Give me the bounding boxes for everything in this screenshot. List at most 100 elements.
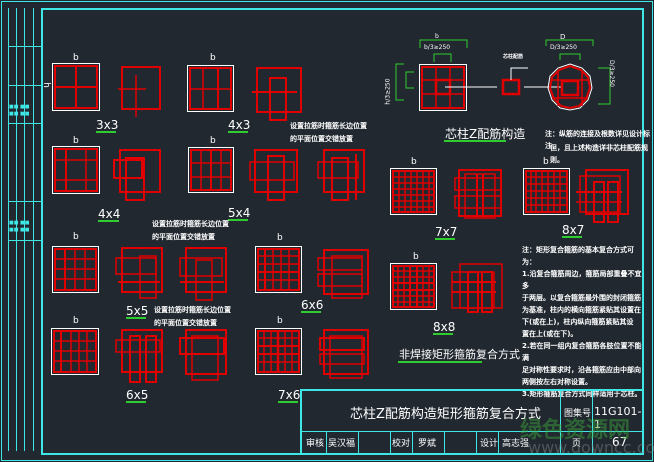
note-line: 注：矩形复合箍筋的基本复合方式可为：: [522, 246, 634, 266]
pattern-label-7x6: 7x6: [278, 388, 301, 402]
underline: [301, 311, 321, 313]
layout-7x7: [454, 169, 502, 219]
annotation: 设置拉筋时箍筋长边位置: [154, 306, 231, 314]
section-7x7: [390, 168, 437, 215]
underline: [96, 131, 116, 133]
label-b: b: [73, 232, 79, 242]
underline: [562, 236, 582, 238]
annotation: 的平面位置交错放置: [152, 233, 215, 241]
title-block: 芯柱Z配筋构造矩形箍筋复合方式 图集号 11G101-1 审核 吴汉福 校对 罗…: [300, 389, 644, 455]
non-welded-title: 非焊接矩形箍筋复合方式: [399, 348, 520, 361]
notes-block: 注：矩形复合箍筋的基本复合方式可为： 1.沿复合箍筋周边，箍筋局部重叠不宜多 于…: [522, 244, 642, 400]
layout-5x5-alt: [179, 247, 227, 301]
section-3x3: [52, 63, 100, 111]
label-b: b: [413, 252, 419, 262]
note-line: 3.矩形箍筋复合方式同样适用于芯柱。: [522, 390, 642, 398]
underline: [444, 140, 506, 142]
layout-3x3: [118, 66, 161, 117]
layout-7x6: [319, 329, 369, 379]
label-b: b: [411, 157, 417, 167]
note-line: 置在上(或在下)。: [522, 330, 578, 338]
note-line: 为基准，柱内的横向箍筋紧贴其设置在: [522, 306, 641, 314]
pattern-label-6x6: 6x6: [301, 298, 324, 312]
section-6x6: [255, 246, 302, 293]
pattern-label-8x7: 8x7: [562, 223, 585, 237]
core-dim-D: D: [560, 33, 566, 41]
layout-5x4: [249, 149, 298, 201]
pattern-label-6x5: 6x5: [126, 388, 149, 402]
core-note-1: 注：纵筋的连接及根数详见设计标注，: [545, 130, 650, 150]
section-5x5: [52, 246, 99, 293]
strip-text-2: ■■ ■■■■ ■■: [9, 220, 30, 233]
section-6x5: [51, 328, 99, 375]
label-h: h: [40, 82, 51, 88]
note-line: 于两层。以复合箍筋最外围的封闭箍筋: [522, 294, 641, 302]
layout-8x8: [451, 263, 503, 313]
checker: 罗斌: [418, 439, 437, 449]
section-8x8: [390, 263, 437, 310]
core-center-label: 芯柱配筋: [503, 54, 524, 60]
layout-5x5: [115, 247, 163, 299]
layout-6x6: [317, 249, 369, 299]
layout-6x5-alt: [179, 329, 227, 381]
core-column-title: 芯柱Z配筋构造: [445, 127, 526, 141]
underline: [398, 361, 482, 363]
label-b: b: [73, 53, 79, 63]
core-dim-D3v: D/3≥250: [607, 60, 615, 87]
pattern-label-4x3: 4x3: [228, 118, 251, 132]
section-8x7: [523, 168, 570, 215]
label-b: b: [73, 136, 79, 146]
pattern-label-3x3: 3x3: [96, 118, 119, 132]
core-dim-b3: b/3≥250: [424, 44, 451, 51]
note-line: 下(或在上)，柱内纵向箍筋紧贴其设: [522, 318, 634, 326]
review-label: 审核: [306, 439, 325, 449]
label-b: b: [543, 157, 549, 167]
label-b: b: [210, 53, 216, 63]
underline: [228, 219, 248, 221]
check-label: 校对: [392, 439, 411, 449]
layout-6x5: [115, 329, 163, 383]
layout-5x4-alt: [317, 149, 365, 201]
underline: [228, 131, 248, 133]
note-line: 足对称性要求时，沿各箍筋应由中部向: [522, 366, 641, 374]
atlas-number: 11G101-1: [594, 405, 642, 431]
page-number: 67: [612, 435, 628, 449]
annotation: 设置拉筋时箍筋长边位置: [290, 122, 367, 130]
section-4x3: [187, 65, 234, 112]
underline: [126, 317, 146, 319]
section-5x4: [188, 147, 234, 193]
atlas-label: 图集号: [564, 409, 592, 419]
annotation: 设置拉筋时箍筋长边位置: [152, 220, 229, 228]
label-b: b: [277, 233, 283, 243]
core-dim-b: b: [435, 33, 439, 40]
watermark-url: www.downcc.com: [528, 438, 654, 457]
pattern-label-4x4: 4x4: [98, 207, 121, 221]
pattern-label-7x7: 7x7: [435, 225, 458, 239]
core-dim-h3: h/3≥250: [384, 78, 392, 105]
note-line: 2.若在同一组内复合箍筋各肢位置不能满: [522, 342, 642, 362]
pattern-label-8x8: 8x8: [433, 320, 456, 334]
drawing-title: 芯柱Z配筋构造矩形箍筋复合方式: [350, 407, 541, 422]
pattern-label-5x4: 5x4: [228, 206, 251, 220]
underline: [278, 401, 298, 403]
underline: [435, 238, 455, 240]
pattern-label-5x5: 5x5: [126, 304, 149, 318]
core-note-2: 但，且上述构造详非芯柱配筋规则。: [550, 144, 648, 164]
reviewer: 吴汉福: [328, 439, 356, 449]
layout-4x3: [252, 67, 302, 121]
binding-strip: ■■ ■■■■ ■■ ■■ ■■■■ ■■: [8, 8, 41, 451]
layout-4x4: [113, 149, 161, 201]
underline: [126, 401, 146, 403]
design-label: 设计: [480, 439, 499, 449]
label-b: b: [277, 316, 283, 326]
section-4x4: [52, 146, 100, 194]
page-label: 页: [572, 439, 582, 449]
core-dim-D3: D/3≥250: [550, 44, 577, 51]
watermark-text: 绿色资源网: [520, 418, 631, 443]
underline: [98, 220, 119, 222]
note-line: 两侧按左右对称设置。: [522, 378, 592, 386]
label-b: b: [73, 316, 79, 326]
designer: 高志强: [502, 439, 530, 449]
layout-8x7: [576, 169, 629, 223]
